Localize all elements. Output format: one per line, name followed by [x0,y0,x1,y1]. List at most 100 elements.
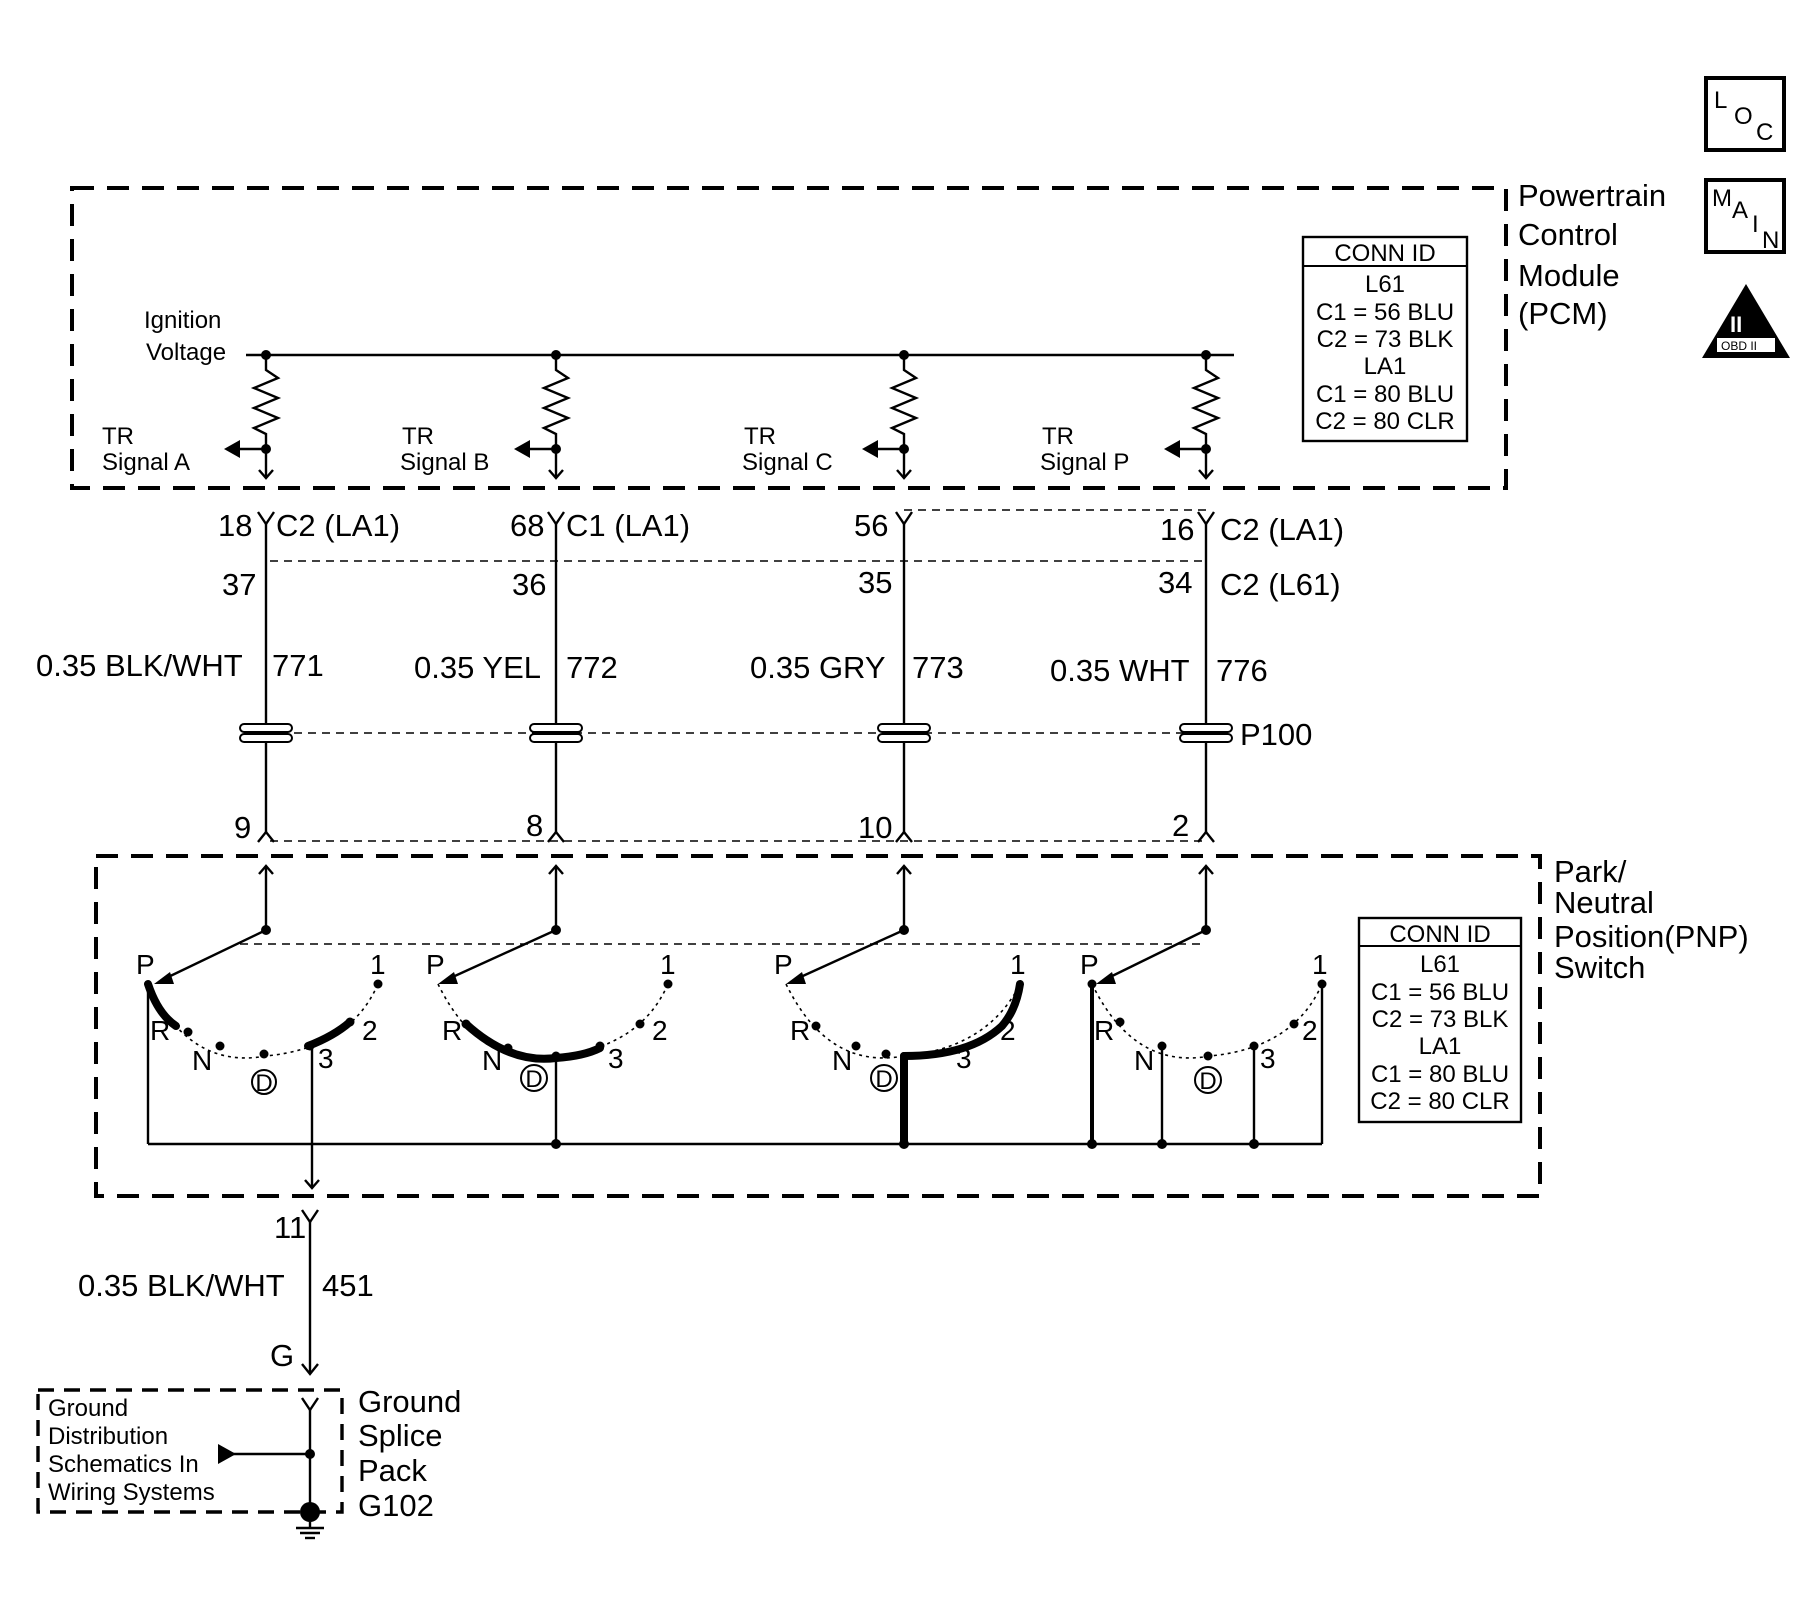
svg-text:P: P [426,949,445,980]
p100-label: P100 [1240,717,1312,752]
tr-signal-c-label: TR Signal C [742,423,833,476]
svg-text:Voltage: Voltage [146,339,226,366]
svg-text:Module: Module [1518,258,1620,293]
svg-text:L: L [1714,87,1727,114]
svg-text:II: II [1730,312,1742,337]
svg-text:D: D [525,1066,542,1093]
svg-text:1: 1 [660,949,676,980]
wire-772-circuit: 772 [566,650,618,685]
svg-text:C2 = 80 CLR: C2 = 80 CLR [1315,408,1454,435]
svg-text:1: 1 [370,949,386,980]
svg-text:Signal P: Signal P [1040,449,1129,476]
ground-splice [218,1397,319,1512]
pin-8: 8 [526,808,543,843]
wire-771-gauge: 0.35 BLK/WHT [36,648,243,683]
conn-c2-la1-b: C2 (LA1) [1220,512,1344,547]
pin-56: 56 [854,508,888,543]
tr-signal-p-label: TR Signal P [1040,423,1129,476]
pnp-switch-a: P R N D 3 2 1 [136,864,386,1190]
svg-text:2: 2 [1000,1015,1016,1046]
svg-text:C: C [1756,119,1773,146]
resistor-p [1164,350,1222,480]
pin-18: 18 [218,508,252,543]
resistor-a [224,350,282,480]
pin-34: 34 [1158,565,1192,600]
tr-signal-a-label: TR Signal A [102,423,190,476]
svg-text:Ground: Ground [48,1395,128,1422]
conn-c2-la1-a: C2 (LA1) [276,508,400,543]
svg-text:D: D [875,1066,892,1093]
obd-ii-badge: II OBD II [1702,284,1790,358]
svg-text:P: P [136,949,155,980]
svg-text:R: R [1094,1015,1114,1046]
pnp-switch-b: P R N D 3 2 1 [426,864,676,1149]
svg-text:Switch: Switch [1554,950,1645,985]
svg-text:R: R [442,1015,462,1046]
svg-text:(PCM): (PCM) [1518,296,1608,331]
pcm-title: Powertrain Control Module (PCM) [1518,178,1666,331]
pin-9: 9 [234,810,251,845]
svg-text:2: 2 [1302,1015,1318,1046]
resistor-c [862,350,920,480]
svg-text:2: 2 [362,1015,378,1046]
svg-text:Park/: Park/ [1554,854,1627,889]
pcm-conn-id-table: CONN ID L61 C1 = 56 BLU C2 = 73 BLK LA1 … [1301,235,1469,443]
pnp-switch-c: P R N D 3 2 1 [774,864,1026,1149]
ground-splice-pack-title: Ground Splice Pack G102 [358,1384,461,1523]
svg-text:N: N [192,1045,212,1076]
svg-text:Signal C: Signal C [742,449,833,476]
svg-text:I: I [1752,211,1759,238]
wire-772-gauge: 0.35 YEL [414,650,541,685]
conn-c2-l61: C2 (L61) [1220,567,1341,602]
ground-splice-pack-boundary [36,1388,344,1514]
svg-text:L61: L61 [1420,951,1460,978]
ground-connector-pin [301,1209,319,1376]
svg-text:C2 = 80 CLR: C2 = 80 CLR [1370,1088,1509,1115]
wire-776-gauge: 0.35 WHT [1050,653,1190,688]
wire-776-circuit: 776 [1216,653,1268,688]
pnp-switch-boundary [94,854,1542,1198]
svg-text:Schematics In: Schematics In [48,1451,199,1478]
svg-text:Position(PNP): Position(PNP) [1554,919,1749,954]
svg-text:1: 1 [1010,949,1026,980]
svg-text:LA1: LA1 [1364,353,1407,380]
svg-text:R: R [150,1015,170,1046]
svg-text:D: D [1199,1068,1216,1095]
svg-text:TR: TR [402,423,434,450]
svg-text:CONN ID: CONN ID [1389,921,1490,948]
pin-35: 35 [858,565,892,600]
svg-text:N: N [832,1045,852,1076]
pin-11: 11 [274,1210,306,1245]
svg-text:A: A [1732,197,1748,224]
svg-text:CONN ID: CONN ID [1334,240,1435,267]
svg-text:N: N [1762,227,1779,254]
wire-771-circuit: 771 [272,648,324,683]
ground-distribution-reference: Ground Distribution Schematics In Wiring… [48,1395,215,1506]
tr-signal-b-label: TR Signal B [400,423,489,476]
svg-text:TR: TR [1042,423,1074,450]
svg-text:Wiring Systems: Wiring Systems [48,1479,215,1506]
main-badge: M A I N [1704,178,1786,254]
pcm-connector-pins [257,509,1215,562]
svg-text:1: 1 [1312,949,1328,980]
ground-symbol-icon [296,1502,324,1540]
resistor-b [514,350,572,480]
svg-text:TR: TR [744,423,776,450]
svg-text:Neutral: Neutral [1554,885,1654,920]
svg-text:G102: G102 [358,1488,434,1523]
wire-773-gauge: 0.35 GRY [750,650,886,685]
svg-text:Powertrain: Powertrain [1518,178,1666,213]
svg-text:C1 = 56 BLU: C1 = 56 BLU [1371,979,1509,1006]
svg-text:N: N [1134,1045,1154,1076]
svg-text:P: P [774,949,793,980]
loc-badge: L O C [1704,76,1786,152]
svg-text:C1 = 56 BLU: C1 = 56 BLU [1316,299,1454,326]
svg-text:3: 3 [1260,1043,1276,1074]
svg-text:R: R [790,1015,810,1046]
pnp-switch-p: P R N D 3 2 1 [1080,864,1328,1149]
pin-2: 2 [1172,808,1189,843]
pin-16: 16 [1160,512,1194,547]
pnp-conn-id-table: CONN ID L61 C1 = 56 BLU C2 = 73 BLK LA1 … [1357,916,1523,1124]
conn-c1-la1: C1 (LA1) [566,508,690,543]
